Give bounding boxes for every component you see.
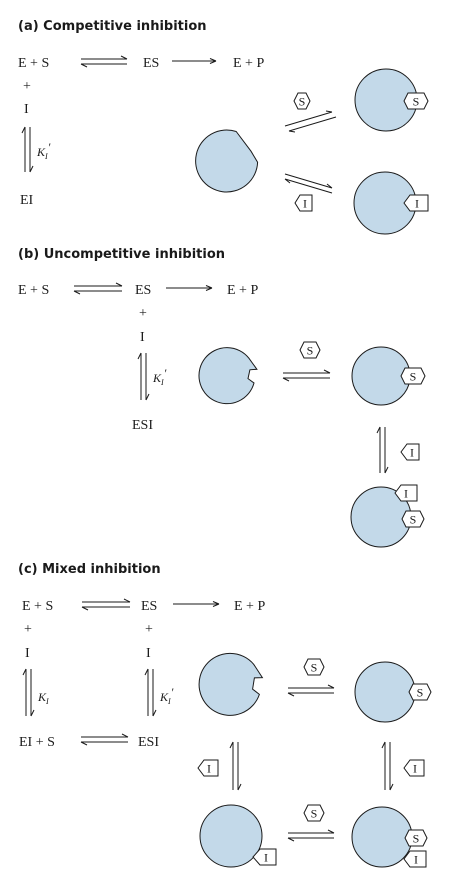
a-e-plus-s: E + S xyxy=(18,56,49,71)
a-ei: EI xyxy=(20,193,34,208)
section-c-title: (c) Mixed inhibition xyxy=(18,562,161,577)
b-plus: + xyxy=(139,306,147,321)
a-plus: + xyxy=(23,79,31,94)
c-arrow-product xyxy=(173,601,220,607)
c-equilibrium-arrow-esi xyxy=(144,668,157,717)
a-ki-prime: KI′ xyxy=(36,140,51,161)
b-es: ES xyxy=(135,283,151,298)
svg-text:S: S xyxy=(413,832,420,846)
section-b: (b) Uncompetitive inhibition E + S ES E … xyxy=(18,247,426,548)
section-a-title: (a) Competitive inhibition xyxy=(18,19,207,34)
c-plus-left: + xyxy=(24,622,32,637)
c-ki: KI xyxy=(37,690,49,706)
svg-text:I: I xyxy=(207,762,211,776)
b-ki-prime: KI′ xyxy=(152,366,167,387)
b-inhibitor-molecule: I xyxy=(400,443,420,461)
svg-text:S: S xyxy=(417,686,424,700)
c-es: ES xyxy=(141,599,157,614)
c-inhibitor-molecule-right: I xyxy=(403,759,425,777)
a-substrate-molecule: S xyxy=(293,92,311,110)
c-arrow-enzyme-substrate xyxy=(287,684,335,697)
c-inhibitor-left: I xyxy=(25,646,30,661)
c-bound-substrate-es: S xyxy=(408,683,432,701)
b-arrow-enzyme-substrate xyxy=(282,369,331,382)
b-esi: ESI xyxy=(132,418,153,433)
c-e-plus-s: E + S xyxy=(22,599,53,614)
c-equilibrium-arrow-ei-esi xyxy=(80,733,129,746)
section-c: (c) Mixed inhibition E + S ES E + P + + … xyxy=(18,562,432,868)
svg-text:I: I xyxy=(414,853,418,867)
svg-text:S: S xyxy=(299,95,306,109)
b-free-enzyme xyxy=(198,347,258,405)
a-inhibitor-molecule: I xyxy=(294,194,313,212)
c-arrow-ei-esi xyxy=(287,829,335,842)
c-ki-prime: KI′ xyxy=(159,685,174,706)
c-enzyme-substrate-complex xyxy=(354,661,416,723)
c-free-enzyme xyxy=(198,652,263,716)
a-arrow-enzyme-inhibitor xyxy=(284,173,333,194)
a-free-enzyme xyxy=(195,129,259,193)
a-es: ES xyxy=(143,56,159,71)
c-bound-inhibitor-esi: I xyxy=(403,850,427,868)
b-equilibrium-arrow-esi xyxy=(137,352,150,401)
svg-text:I: I xyxy=(264,851,268,865)
c-enzyme-inhibitor-complex xyxy=(199,804,263,868)
c-inhibitor-molecule-left: I xyxy=(197,759,219,777)
svg-text:I: I xyxy=(404,487,408,501)
b-e-plus-s: E + S xyxy=(18,283,49,298)
svg-text:S: S xyxy=(410,370,417,384)
c-ei-plus-s: EI + S xyxy=(19,735,55,750)
b-e-plus-p: E + P xyxy=(227,283,258,298)
section-b-title: (b) Uncompetitive inhibition xyxy=(18,247,225,262)
svg-text:I: I xyxy=(410,446,414,460)
c-e-plus-p: E + P xyxy=(234,599,265,614)
c-equilibrium-arrow-es xyxy=(81,598,131,611)
svg-text:S: S xyxy=(311,807,318,821)
a-equilibrium-arrow-es xyxy=(80,55,128,68)
c-inhibitor-right: I xyxy=(146,646,151,661)
c-substrate-molecule-bottom: S xyxy=(303,804,325,822)
svg-text:I: I xyxy=(413,762,417,776)
c-esi: ESI xyxy=(138,735,159,750)
b-equilibrium-arrow-es xyxy=(73,282,123,295)
c-enzyme-substrate-inhibitor-complex xyxy=(351,806,413,868)
a-e-plus-p: E + P xyxy=(233,56,264,71)
b-bound-inhibitor: I xyxy=(394,484,418,502)
c-arrow-es-inhibitor xyxy=(381,741,394,791)
a-bound-inhibitor: I xyxy=(403,194,429,212)
c-plus-right: + xyxy=(145,622,153,637)
b-arrow-product xyxy=(166,285,213,291)
c-bound-substrate-esi: S xyxy=(404,829,428,847)
c-equilibrium-arrow-ei xyxy=(22,668,35,717)
a-bound-substrate: S xyxy=(403,92,429,110)
svg-text:S: S xyxy=(410,513,417,527)
section-a: (a) Competitive inhibition E + S ES E + … xyxy=(18,19,429,235)
c-bound-inhibitor-ei: I xyxy=(252,848,277,866)
svg-text:I: I xyxy=(303,197,307,211)
svg-text:S: S xyxy=(307,344,314,358)
a-arrow-product xyxy=(172,58,217,64)
c-arrow-enzyme-inhibitor xyxy=(229,741,242,791)
b-inhibitor: I xyxy=(140,330,145,345)
b-bound-substrate: S xyxy=(400,367,426,385)
svg-text:I: I xyxy=(415,197,419,211)
a-inhibitor: I xyxy=(24,102,29,117)
c-substrate-molecule-top: S xyxy=(303,658,325,676)
svg-text:S: S xyxy=(413,95,420,109)
b-arrow-inhibitor-binding xyxy=(376,426,389,474)
b-substrate-molecule: S xyxy=(299,341,321,359)
svg-text:S: S xyxy=(311,661,318,675)
b-bound-substrate-esi: S xyxy=(401,510,425,528)
a-equilibrium-arrow-ei xyxy=(21,126,34,173)
a-arrow-enzyme-substrate xyxy=(284,110,337,133)
